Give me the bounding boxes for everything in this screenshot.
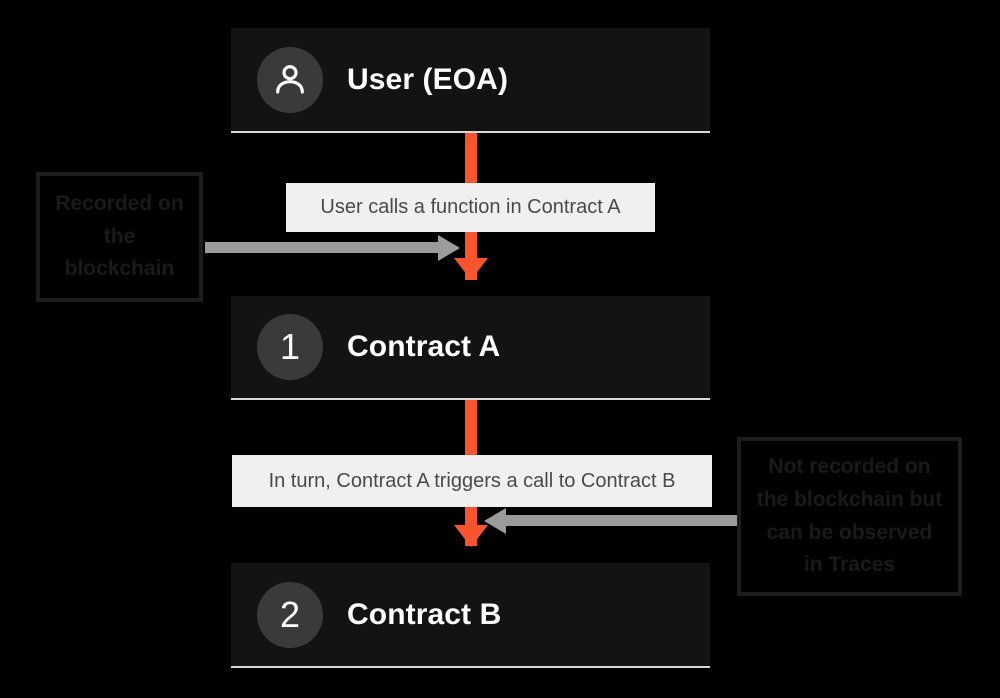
annotation-pointer-right-arrowhead — [484, 508, 506, 534]
edge-label-user-calls-contract-a: User calls a function in Contract A — [286, 183, 655, 232]
node-title: Contract A — [347, 330, 501, 363]
edge-label-contract-a-triggers-contract-b: In turn, Contract A triggers a call to C… — [232, 455, 712, 507]
step-number-badge: 1 — [257, 314, 323, 380]
annotation-pointer-right-shaft — [505, 515, 737, 526]
person-icon — [257, 46, 323, 113]
flow-arrow-user-to-contract-a-upper — [465, 133, 477, 183]
flow-arrowhead-to-contract-b — [454, 525, 488, 547]
node-contract-a[interactable]: 1 Contract A — [231, 296, 710, 400]
node-title: Contract B — [347, 597, 502, 631]
annotation-not-recorded-observed-in-traces: Not recorded on the blockchain but can b… — [737, 437, 962, 596]
node-user-eoa[interactable]: User (EOA) — [231, 28, 710, 133]
node-title: User (EOA) — [347, 62, 509, 96]
step-number-badge: 2 — [257, 581, 323, 648]
flow-arrowhead-to-contract-a — [454, 258, 488, 280]
flow-arrow-contract-a-to-b-upper — [465, 400, 477, 455]
annotation-pointer-left-shaft — [205, 242, 440, 253]
node-contract-b[interactable]: 2 Contract B — [231, 563, 710, 668]
annotation-recorded-on-blockchain: Recorded on the blockchain — [36, 172, 203, 302]
annotation-pointer-left-arrowhead — [438, 235, 460, 261]
